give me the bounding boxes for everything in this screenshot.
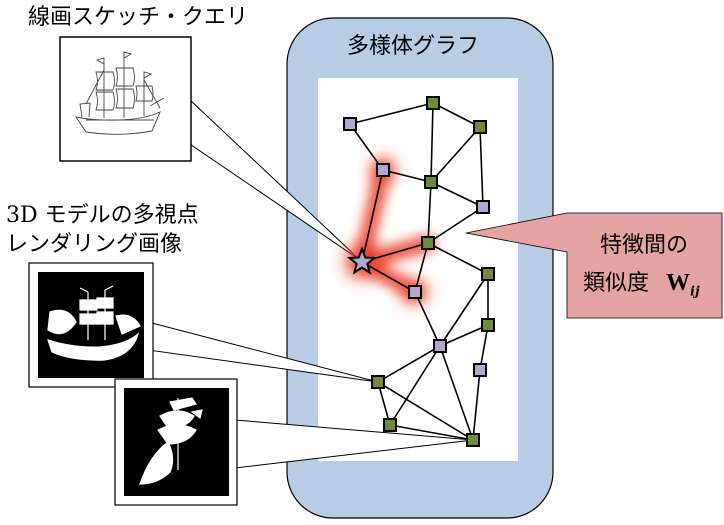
graph-node <box>481 318 495 332</box>
graph-node <box>383 418 397 432</box>
similarity-subscript: ij <box>690 284 700 300</box>
ship-sketch-image <box>75 51 165 135</box>
graph-node <box>371 375 385 389</box>
multiview-label-line2: レンダリング画像 <box>6 232 183 257</box>
render-ship-2 <box>139 397 203 485</box>
graph-node <box>476 200 490 214</box>
multiview-label-line1: 3D モデルの多視点 <box>6 203 199 228</box>
graph-edges <box>349 102 489 441</box>
graph-node <box>481 267 495 281</box>
graph-node <box>473 120 487 134</box>
sketch-callout <box>59 36 361 261</box>
graph-node <box>473 363 487 377</box>
query-star-icon <box>346 246 378 275</box>
similarity-callout <box>465 212 723 319</box>
graph-node <box>433 339 447 353</box>
sketch-query-box <box>59 36 192 162</box>
graph-node <box>376 163 390 177</box>
manifold-graph-title: 多様体グラフ <box>347 34 480 59</box>
graph-node <box>421 236 435 250</box>
graph-node <box>424 175 438 189</box>
graph-node <box>466 433 480 447</box>
graph-node <box>343 117 357 131</box>
similarity-label-line1: 特徴間の <box>600 233 689 258</box>
similarity-label-line2: 類似度 Wij <box>583 269 700 306</box>
graph-nodes <box>343 96 495 447</box>
graph-node <box>426 96 440 110</box>
graph-node <box>408 285 422 299</box>
sketch-query-label: 線画スケッチ・クエリ <box>28 5 249 30</box>
similarity-symbol: W <box>666 270 691 296</box>
similarity-text: 類似度 <box>583 271 650 296</box>
render-ship-1 <box>47 285 141 361</box>
